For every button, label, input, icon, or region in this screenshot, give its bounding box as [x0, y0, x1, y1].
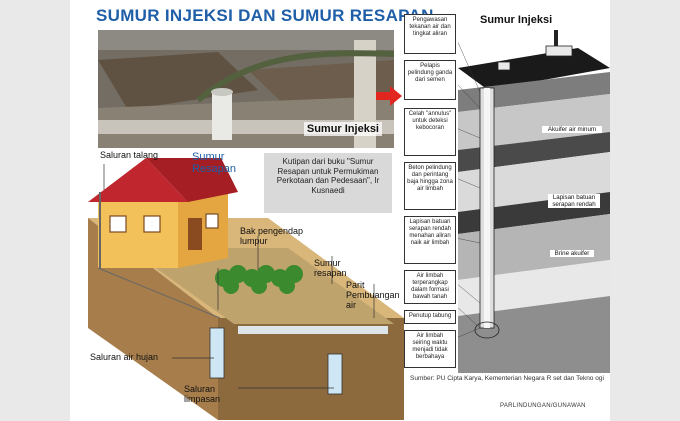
- arrow-icon: [376, 86, 402, 106]
- injection-well-photo: Sumur Injeksi: [98, 30, 394, 148]
- layer-label-brine: Brine akuifer: [550, 250, 594, 257]
- label-box-5: Lapisan batuan serapan rendah menahan al…: [404, 216, 456, 264]
- source-text: Sumber: PU Cipta Karya, Kementerian Nega…: [410, 375, 604, 382]
- label-bak-pengendap: Bak pengendap lumpur: [240, 226, 304, 246]
- credit-text: PARLINDUNGAN/GUNAWAN: [500, 403, 586, 409]
- label-box-7: Penutup tabung: [404, 310, 456, 324]
- label-saluran-air-hujan: Saluran air hujan: [90, 352, 159, 362]
- label-box-3: Celah "annulus" untuk deteksi kebocoran: [404, 108, 456, 156]
- label-saluran-talang: Saluran talang: [100, 150, 159, 160]
- label-box-6: Air limbah terperangkap dalam formasi ba…: [404, 270, 456, 304]
- injection-well-heading: Sumur Injeksi: [480, 14, 553, 26]
- label-parit: Parit Pembuangan air: [346, 280, 400, 310]
- layer-label-akuifer: Akuifer air minum: [542, 126, 602, 133]
- label-box-2: Pelapis pelindung ganda dari semen: [404, 60, 456, 100]
- recharge-well-diagram: [88, 158, 404, 420]
- layer-label-lapisan: Lapisan batuan serapan rendah: [548, 194, 600, 208]
- label-sumur-resapan: Sumur resapan: [314, 258, 347, 278]
- recharge-well-heading: Sumur Resapan: [192, 151, 237, 175]
- label-box-1: Pengawasan tekanan air dan tingkat alira…: [404, 14, 456, 54]
- label-box-8: Air limbah seiring waktu menjadi tidak b…: [404, 330, 456, 368]
- label-saluran-limpasan: Saluran limpasan: [184, 384, 221, 404]
- label-box-4: Beton pelindung dan perintang baja hingg…: [404, 162, 456, 210]
- photo-label: Sumur Injeksi: [303, 122, 382, 136]
- infographic-page: SUMUR INJEKSI DAN SUMUR RESAPAN Sumur In…: [70, 0, 610, 421]
- quote-box: Kutipan dari buku "Sumur Resapan untuk P…: [264, 153, 392, 213]
- injection-well-diagram: [458, 30, 610, 373]
- page-title: SUMUR INJEKSI DAN SUMUR RESAPAN: [96, 6, 434, 25]
